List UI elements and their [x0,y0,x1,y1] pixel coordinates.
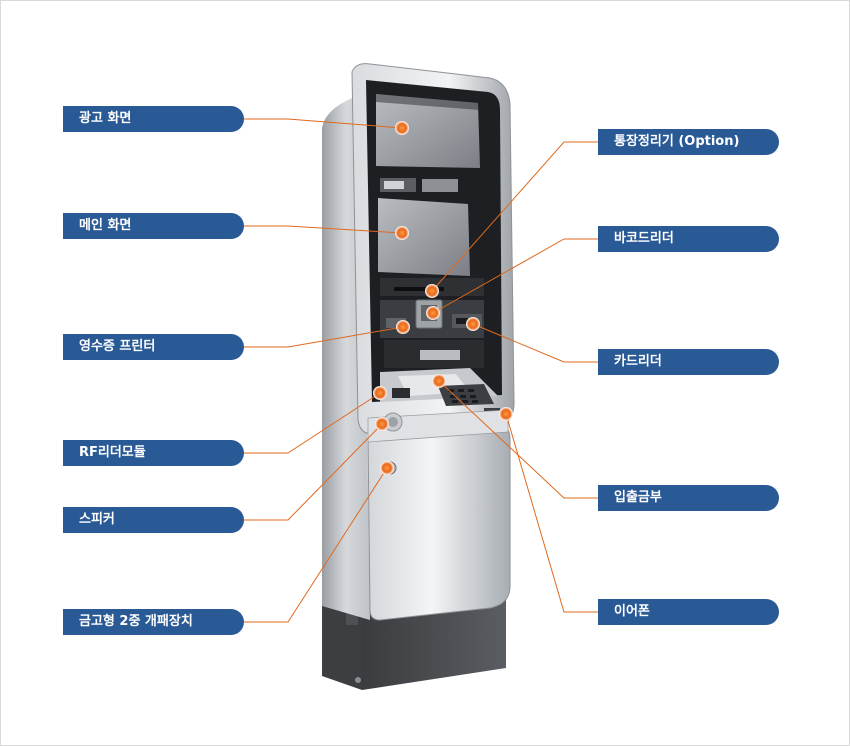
label-cash-unit: 입출금부 [598,485,779,511]
leader-lines [244,118,598,623]
label-card-reader: 카드리더 [598,349,779,375]
leader-line-main-screen [244,225,403,234]
marker-card-reader [466,317,480,331]
leader-line-passbook [431,141,598,292]
leader-line-barcode [432,238,598,314]
label-passbook-printer: 통장정리기 (Option) [598,129,779,155]
marker-ad-screen [395,121,409,135]
label-barcode-reader: 바코드리더 [598,226,779,252]
marker-main-screen [395,226,409,240]
leader-line-cash-unit [438,380,598,499]
leader-line-rf-module [244,392,381,454]
main-screen [378,198,470,276]
leader-line-ad-screen [244,118,403,129]
label-advertisement-screen: 광고 화면 [63,106,244,132]
safe-door [367,409,511,621]
marker-passbook [425,284,439,298]
marker-cash-unit [432,374,446,388]
leader-line-safe-lock [244,467,388,623]
markers [373,121,513,475]
label-receipt-printer: 영수증 프린터 [63,334,244,360]
marker-receipt-printer [396,320,410,334]
camera-strip [380,178,458,192]
label-safe-double-lock: 금고형 2중 개패장치 [63,609,244,635]
leader-line-receipt-printer [244,326,404,348]
marker-earphone [499,407,513,421]
leader-line-speaker [244,423,383,521]
marker-rf-module [373,386,387,400]
marker-speaker [375,417,389,431]
label-rf-reader-module: RF리더모듈 [63,440,244,466]
label-earphone: 이어폰 [598,599,779,625]
marker-safe-lock [380,461,394,475]
leader-line-earphone [505,413,598,613]
label-main-screen: 메인 화면 [63,213,244,239]
advertisement-screen [376,94,480,168]
marker-barcode [426,306,440,320]
leader-line-card-reader [472,323,598,363]
label-speaker: 스피커 [63,507,244,533]
